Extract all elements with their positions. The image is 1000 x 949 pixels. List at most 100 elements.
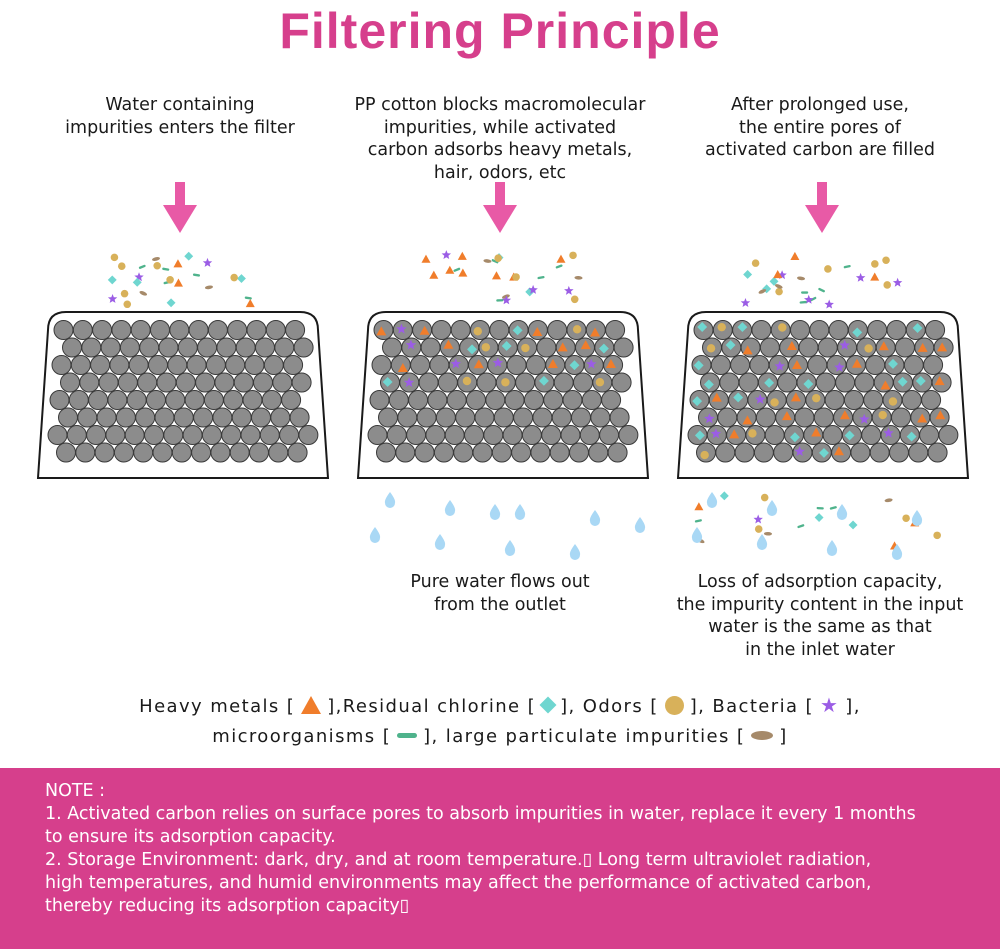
carbon-granule <box>77 407 98 428</box>
carbon-granule <box>171 442 192 463</box>
chlorine-particle <box>803 379 814 389</box>
carbon-granule <box>109 355 130 375</box>
microorganism-particle <box>843 264 851 269</box>
chlorine-particle <box>501 341 512 351</box>
large-particle <box>758 289 767 294</box>
water-drop-icon <box>706 492 718 508</box>
chlorine-particle <box>769 276 779 286</box>
carbon-granule <box>201 425 222 445</box>
carbon-granule <box>406 425 427 445</box>
note-line-5: thereby reducing its adsorption capacity… <box>45 896 410 916</box>
filter-cartridge <box>676 311 970 479</box>
carbon-granule <box>191 442 212 463</box>
water-drop-icon <box>444 500 456 516</box>
bacteria-particle <box>501 295 512 305</box>
carbon-granule <box>764 425 785 445</box>
bacteria-particle <box>396 323 407 334</box>
carbon-granule <box>388 390 409 410</box>
arrow-shaft <box>175 182 185 208</box>
carbon-granule <box>152 442 173 463</box>
carbon-granule <box>425 425 446 445</box>
carbon-granule <box>150 320 170 340</box>
legend-bacteria: Bacteria [★], <box>712 693 861 717</box>
carbon-granule <box>235 337 256 358</box>
heavy-metal-particle <box>791 360 802 370</box>
carbon-granule <box>96 407 117 428</box>
heavy-metal-particle <box>694 502 704 511</box>
carbon-granule <box>921 390 942 410</box>
odor-particle <box>778 323 787 332</box>
carbon-granule <box>214 372 235 393</box>
bar-icon <box>397 732 418 738</box>
chlorine-particle <box>184 251 194 261</box>
carbon-granule <box>792 442 813 463</box>
caption-line: PP cotton blocks macromolecular <box>354 95 646 115</box>
water-drop-icon <box>836 504 848 520</box>
carbon-granule <box>128 355 149 375</box>
bacteria-particle <box>804 294 814 304</box>
chlorine-particle <box>897 376 908 387</box>
carbon-granule <box>154 407 175 428</box>
carbon-granule <box>437 372 458 393</box>
carbon-granule <box>521 425 542 445</box>
heavy-metal-particle <box>557 342 568 352</box>
page-title: Filtering Principle <box>279 3 721 59</box>
odor-particle <box>882 256 890 265</box>
microorganism-particle <box>809 296 817 302</box>
bacteria-particle <box>704 413 715 424</box>
water-drop-icon <box>634 517 646 533</box>
carbon-granule <box>525 355 546 375</box>
note-heading: NOTE : <box>45 781 106 801</box>
legend-line-1: Heavy metals [],Residual chlorine [], Od… <box>0 693 1000 717</box>
chlorine-particle <box>912 323 923 333</box>
carbon-granule <box>371 355 392 375</box>
carbon-granule <box>62 337 82 358</box>
carbon-granule <box>835 372 856 393</box>
carbon-granule <box>751 320 772 340</box>
carbon-granule <box>60 372 80 393</box>
caption-line: Water containing <box>105 95 255 115</box>
carbon-granule <box>717 407 738 428</box>
carbon-granule <box>613 337 634 358</box>
carbon-granule <box>710 355 731 375</box>
carbon-granule <box>759 337 780 358</box>
carbon-granule <box>378 407 398 428</box>
bacteria-particle <box>754 393 766 404</box>
chlorine-particle <box>888 358 898 369</box>
bacteria-particle <box>564 285 574 295</box>
carbon-granule <box>489 320 510 340</box>
carbon-granule <box>738 372 759 393</box>
heavy-metal-particle <box>934 376 945 386</box>
carbon-granule <box>88 390 109 410</box>
carbon-granule <box>923 355 944 375</box>
carbon-granule <box>444 425 465 445</box>
heavy-metal-particle <box>790 392 801 402</box>
carbon-granule <box>68 390 89 410</box>
carbon-granule <box>755 407 776 428</box>
odor-particle <box>123 300 132 309</box>
carbon-granule <box>530 442 551 463</box>
carbon-granule <box>255 337 275 358</box>
caption-line: the impurity content in the input <box>676 594 964 615</box>
carbon-granule <box>259 425 280 445</box>
carbon-granule <box>553 372 574 393</box>
carbon-granule <box>195 372 216 393</box>
chlorine-particle <box>915 376 926 386</box>
odor-particle <box>706 344 716 353</box>
carbon-granule <box>169 320 190 340</box>
carbon-granule <box>242 390 263 410</box>
bacteria-particle <box>202 257 213 267</box>
carbon-granule <box>794 407 815 428</box>
heavy-metal-particle <box>580 340 591 350</box>
carbon-granule <box>287 442 308 463</box>
caption-line: water is the same as that <box>708 617 932 637</box>
carbon-granule <box>493 407 514 428</box>
bacteria-particle <box>855 272 866 282</box>
carbon-granule <box>382 337 402 358</box>
carbon-granule <box>472 442 493 463</box>
large-particle <box>774 284 783 289</box>
carbon-granule <box>133 442 154 463</box>
chlorine-particle <box>725 340 736 350</box>
carbon-granule <box>822 425 843 445</box>
